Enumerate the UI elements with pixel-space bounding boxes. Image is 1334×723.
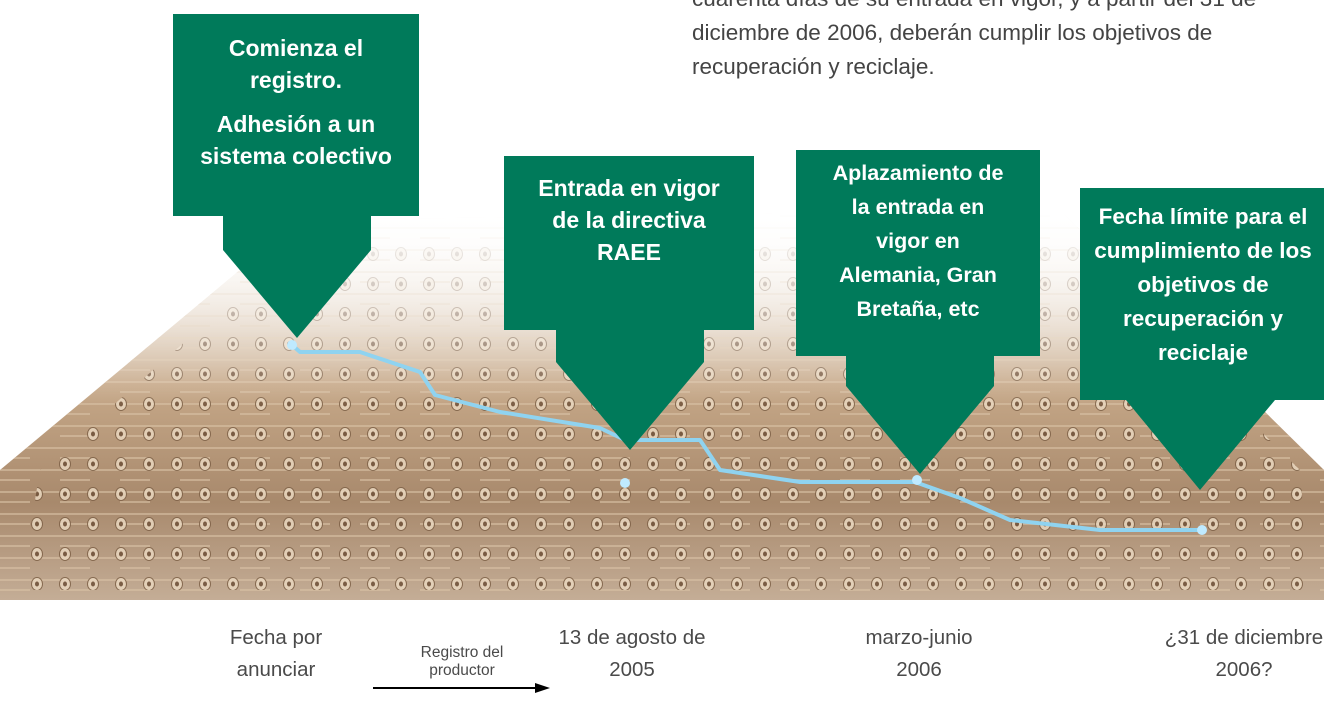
callout-aplazamiento: Aplazamiento de la entrada en vigor en A… bbox=[810, 156, 1026, 326]
highlighted-trace bbox=[290, 343, 1200, 532]
callout-aplazamiento-label: Aplazamiento de la entrada en vigor en A… bbox=[832, 161, 1004, 321]
callout-fecha-limite-label: Fecha límite para el cumplimiento de los… bbox=[1094, 204, 1312, 365]
callout-fecha-limite: Fecha límite para el cumplimiento de los… bbox=[1082, 200, 1324, 370]
arrow-label-registro: Registro del productor bbox=[420, 644, 504, 679]
callout-registro: Comienza el registro. Adhesión a un sist… bbox=[178, 32, 414, 172]
callout-arrow-aplazamiento bbox=[796, 150, 1040, 474]
date-13-agosto-2005: 13 de agosto de 2005 bbox=[558, 626, 706, 681]
callout-arrow-raee bbox=[504, 156, 754, 450]
callout-registro-line2: Adhesión a un sistema colectivo bbox=[200, 111, 392, 169]
callout-arrow-fecha-limite bbox=[1080, 188, 1324, 490]
intro-text: cuarenta días de su entrada en vigor, y … bbox=[692, 0, 1256, 79]
callout-raee: Entrada en vigor de la directiva RAEE bbox=[514, 172, 744, 268]
callout-arrow-registro bbox=[173, 14, 419, 338]
date-marzo-junio-2006: marzo-junio 2006 bbox=[865, 626, 973, 681]
callout-registro-line1: Comienza el registro. bbox=[228, 35, 364, 93]
callout-raee-label: Entrada en vigor de la directiva RAEE bbox=[538, 175, 720, 265]
date-31-diciembre-2006: ¿31 de diciembre 2006? bbox=[1164, 626, 1324, 681]
intro-paragraph: cuarenta días de su entrada en vigor, y … bbox=[692, 0, 1324, 100]
date-fecha-por-anunciar: Fecha por anunciar bbox=[229, 626, 323, 681]
